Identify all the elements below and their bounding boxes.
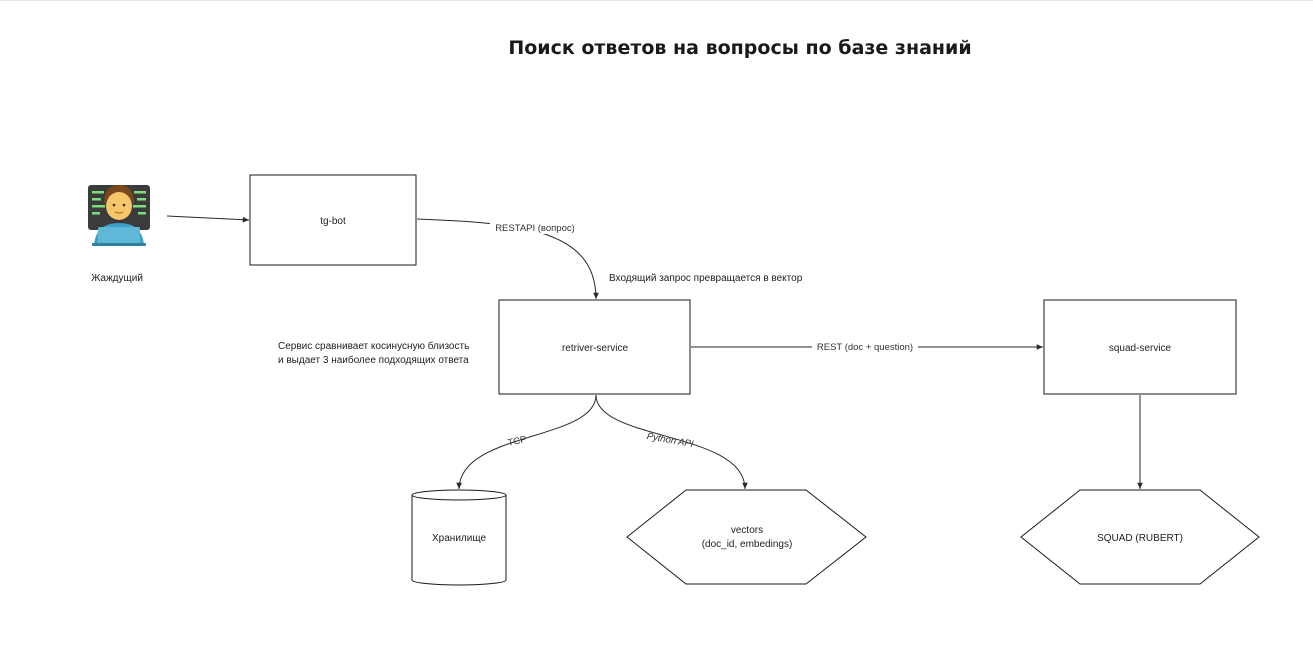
vectors-label-line1: vectors [731,525,763,536]
edge-label-tcp: TCP [507,434,528,449]
retriever-service-label: retriver-service [562,343,629,354]
squad-model-label: SQUAD (RUBERT) [1097,533,1183,544]
squad-service-node[interactable] [1043,299,1237,395]
edge-actor-tgbot [166,215,250,223]
tg-bot-node[interactable] [249,174,417,266]
squad-service-label: squad-service [1109,343,1172,354]
edge-label-python-api: Python API [646,431,695,450]
edge-tgbot-retriever [416,218,599,300]
technologist-icon [88,185,150,246]
annotation-vectorize: Входящий запрос превращается в вектор [609,273,803,284]
squad-model-node[interactable] [1020,489,1260,585]
edge-label-restapi: RESTAPI (вопрос) [495,223,575,234]
edge-retriever-storage [456,394,597,490]
retriever-service-node[interactable] [498,299,691,395]
storage-label: Хранилище [432,533,486,544]
edge-label-bg-rest [812,340,918,354]
storage-node[interactable] [411,489,507,586]
edge-label-bg-restapi [490,220,580,234]
edge-retriever-vectors [595,394,748,490]
annotation-compare-line1: Сервис сравнивает косинусную близость [278,340,469,352]
edge-label-rest-squad: REST (doc + question) [817,342,913,353]
vectors-node[interactable] [626,489,867,585]
actor-label: Жаждущий [91,273,143,284]
annotation-compare-line2: и выдает 3 наиболее подходящих ответа [278,354,469,366]
tg-bot-label: tg-bot [320,216,346,227]
page-title: Поиск ответов на вопросы по базе знаний [508,37,971,59]
vectors-label-line2: (doc_id, embedings) [702,539,793,550]
